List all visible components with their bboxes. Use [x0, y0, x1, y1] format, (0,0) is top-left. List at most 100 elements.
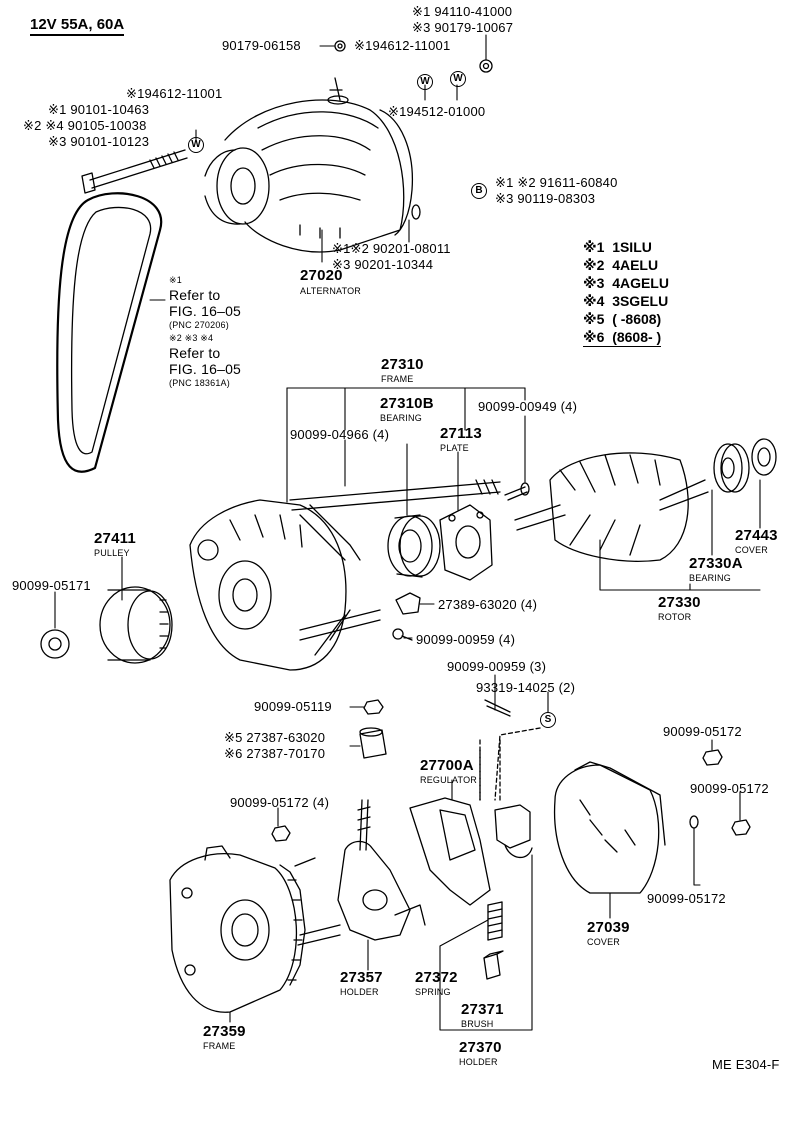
part-label-90099-00959-4: 90099-00959 (4): [416, 632, 516, 647]
nuts-05172-drawing: [271, 749, 751, 842]
part-label-91611: ※1 ※2 91611-60840: [495, 175, 618, 190]
part-label-90099-05119: 90099-05119: [254, 699, 332, 714]
part-name-cover-b: COVER: [587, 937, 621, 947]
part-label-94110: ※1 94110-41000: [412, 4, 513, 19]
part-label-90105: ※2 ※4 90105-10038: [23, 118, 147, 133]
part-label-27020: 27020: [300, 267, 343, 284]
part-label-194512: ※194512-01000: [388, 104, 486, 119]
part-label-90101-10123: ※3 90101-10123: [48, 134, 150, 149]
part-label-90099-05172-c: 90099-05172: [647, 891, 726, 906]
bearing-27310b-drawing: [387, 514, 441, 578]
legend-mark: ※1: [583, 239, 605, 255]
part-label-27387-63020: ※5 27387-63020: [224, 730, 326, 745]
part-name-regulator: REGULATOR: [420, 775, 477, 785]
nut-05119-drawing: [363, 699, 384, 715]
part-label-27330a: 27330A: [689, 555, 743, 572]
legend-text: 4AGELU: [612, 275, 669, 291]
screw-00949-drawing: [504, 482, 530, 501]
part-label-27370: 27370: [459, 1039, 502, 1056]
regulator-27700a-drawing: [409, 699, 511, 906]
group-brackets-drawing: [54, 34, 761, 1031]
part-label-27411: 27411: [94, 530, 136, 547]
ref1-mark: ※1: [169, 275, 182, 285]
part-label-90179-06158: 90179-06158: [222, 38, 301, 53]
ref1-pnc: (PNC 270206): [169, 320, 229, 330]
part-label-90099-05172-a: 90099-05172: [663, 724, 742, 739]
ref1-fig: FIG. 16–05: [169, 303, 242, 319]
part-name-spring: SPRING: [415, 987, 451, 997]
ref2-text: Refer to: [169, 345, 221, 361]
part-name-frame-b: FRAME: [203, 1041, 236, 1051]
part-label-27387-70170: ※6 27387-70170: [224, 746, 326, 761]
part-label-27113: 27113: [440, 425, 482, 442]
badge-s: S: [540, 712, 556, 728]
part-name-holder-a: HOLDER: [340, 987, 379, 997]
part-label-90101-10463: ※1 90101-10463: [48, 102, 150, 117]
legend-mark: ※6: [583, 329, 605, 345]
legend-mark: ※2: [583, 257, 605, 273]
badge-w-top: W: [417, 74, 433, 90]
ref1-text: Refer to: [169, 287, 221, 303]
part-label-90099-05171: 90099-05171: [12, 578, 91, 593]
part-label-27371: 27371: [461, 1001, 504, 1018]
cover-27039-drawing: [553, 761, 666, 894]
ref2-pnc: (PNC 18361A): [169, 378, 230, 388]
alternator-assembly-drawing: [204, 77, 414, 253]
v-belt-drawing: [56, 192, 163, 473]
leader-dashes-drawing: [479, 727, 541, 801]
part-name-bearing-2: BEARING: [689, 573, 731, 583]
part-label-90099-00959-3: 90099-00959 (3): [447, 659, 547, 674]
part-name-bearing: BEARING: [380, 413, 422, 423]
part-label-90201-08011: ※1※2 90201-08011: [332, 241, 451, 256]
brush-holder-top-drawing: [479, 739, 533, 859]
holder-27357-drawing: [337, 799, 426, 941]
legend-text: 3SGELU: [612, 293, 669, 309]
part-name-brush: BRUSH: [461, 1019, 494, 1029]
part-label-194612-left: ※194612-11001: [126, 86, 223, 101]
pulley-27411-drawing: [99, 586, 173, 664]
legend-text: 1SILU: [612, 239, 652, 255]
legend-text: ( -8608): [612, 311, 662, 327]
part-label-90099-05172-b: 90099-05172: [690, 781, 769, 796]
legend-row: ※1 1SILU: [583, 239, 652, 256]
part-label-27039: 27039: [587, 919, 630, 936]
part-label-90099-00949: 90099-00949 (4): [478, 399, 578, 414]
legend-text: 4AELU: [612, 257, 659, 273]
brush-27371-drawing: [483, 950, 504, 980]
part-label-27443: 27443: [735, 527, 778, 544]
part-label-27389: 27389-63020 (4): [438, 597, 538, 612]
part-label-90119: ※3 90119-08303: [495, 191, 596, 206]
nut-05171-drawing: [40, 629, 70, 659]
legend-row: ※2 4AELU: [583, 257, 658, 274]
bearing-27330a-drawing: [713, 443, 750, 493]
part-label-27372: 27372: [415, 969, 458, 986]
badge-w-right: W: [450, 71, 466, 87]
ref2-fig: FIG. 16–05: [169, 361, 242, 377]
part-name-frame: FRAME: [381, 374, 414, 384]
legend-mark: ※3: [583, 275, 605, 291]
part-label-90099-05172-4: 90099-05172 (4): [230, 795, 330, 810]
legend-row: ※5 ( -8608): [583, 311, 661, 328]
small-hardware-top-drawing: [334, 40, 493, 220]
cover-27443-drawing: [751, 438, 777, 476]
part-label-90179-10067: ※3 90179-10067: [412, 20, 514, 35]
part-name-cover-a: COVER: [735, 545, 769, 555]
legend-mark: ※5: [583, 311, 605, 327]
part-label-93319: 93319-14025 (2): [476, 680, 576, 695]
frame-27310-drawing: [189, 479, 501, 671]
part-name-rotor: ROTOR: [658, 612, 692, 622]
part-label-90201-10344: ※3 90201-10344: [332, 257, 434, 272]
part-label-194612-top: ※194612-11001: [354, 38, 451, 53]
part-label-27310b: 27310B: [380, 395, 434, 412]
bushing-27387-drawing: [359, 727, 387, 759]
insulator-27389-drawing: [395, 592, 421, 615]
legend-row: ※3 4AGELU: [583, 275, 669, 292]
part-label-27330: 27330: [658, 594, 701, 611]
spring-27372-drawing: [487, 901, 503, 941]
part-name-pulley: PULLEY: [94, 548, 130, 558]
badge-b: B: [471, 183, 487, 199]
rotor-27330-drawing: [514, 452, 709, 562]
badge-w-left: W: [188, 137, 204, 153]
